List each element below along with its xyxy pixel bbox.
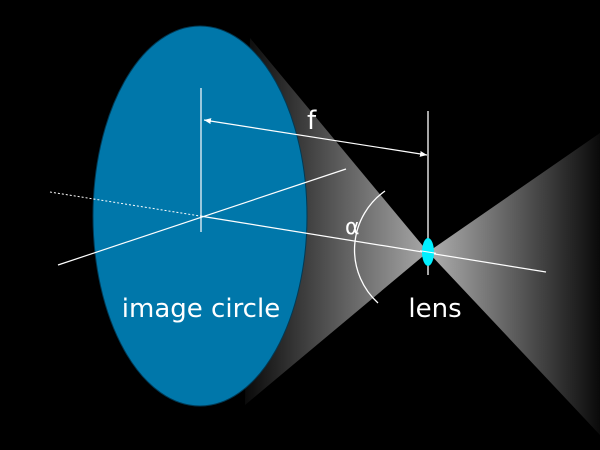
- angle-label: α: [345, 215, 360, 240]
- focal-length-arrow: [203, 118, 428, 157]
- image-circle-label: image circle: [122, 294, 280, 324]
- optical-axis-dashed: [49, 191, 201, 217]
- lens-label: lens: [408, 294, 461, 324]
- lens-axis-overlay: [419, 250, 437, 254]
- light-cone-object-side: [428, 133, 600, 435]
- angle-arc: [353, 190, 386, 304]
- image-plane-axis: [57, 168, 347, 266]
- focal-length-label: f: [307, 106, 317, 136]
- optical-axis: [199, 215, 547, 273]
